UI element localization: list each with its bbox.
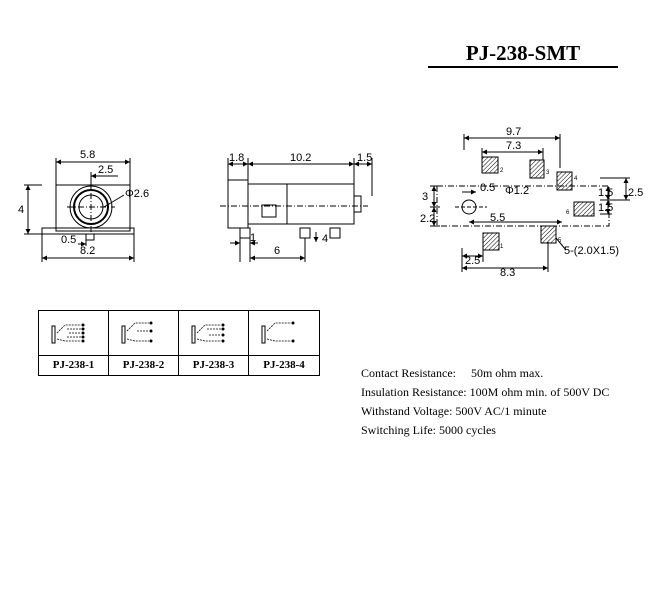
variant-label: PJ-238-4 [263, 359, 305, 371]
spec-withstand-voltage: Withstand Voltage: 500V AC/1 minute [361, 404, 547, 418]
footprint-dim-left-height: 3 [422, 191, 428, 203]
variant-cell: PJ-238-1 [39, 311, 109, 375]
footprint-dim-bottom: 8.3 [500, 267, 515, 279]
pin-label-6: 6 [566, 210, 570, 216]
front-dim-inner: 2.5 [98, 164, 113, 176]
footprint-dim-lower-height: 2.2 [420, 213, 435, 225]
pad-2 [481, 156, 499, 174]
schematic-icon [39, 311, 108, 356]
spec-insulation-resistance: Insulation Resistance: 100M ohm min. of … [361, 385, 610, 399]
side-dim-pin: 4 [322, 233, 328, 245]
footprint-dim-hole-offset: 0.5 [480, 182, 495, 194]
variants-table: PJ-238-1 PJ-238-2 PJ-238-3 [38, 310, 320, 376]
pin-label-2: 2 [500, 168, 504, 174]
footprint-pad-size: 5-(2.0X1.5) [564, 245, 619, 257]
pin-label-4: 4 [574, 176, 578, 182]
variant-label: PJ-238-3 [192, 359, 235, 371]
drawing-title: PJ-238-SMT [428, 40, 618, 68]
spec-switching-life: Switching Life: 5000 cycles [361, 423, 496, 437]
pin-label-5: 5 [558, 238, 562, 244]
footprint-view [430, 134, 630, 272]
spec-contact-resistance: Contact Resistance: 50m ohm max. [361, 366, 544, 380]
front-dim-width-bottom: 8.2 [80, 245, 95, 257]
schematic-icon [109, 311, 178, 356]
front-view [24, 158, 135, 262]
footprint-dim-right-a: 1.5 [598, 187, 613, 199]
side-dim-pin-spacing: 6 [274, 245, 280, 257]
footprint-dim-right-b: 1.5 [598, 202, 613, 214]
specifications: Contact Resistance: 50m ohm max. Insulat… [361, 364, 609, 440]
side-dim-small: 1 [250, 232, 256, 244]
footprint-pads [481, 156, 595, 251]
schematic-icon [249, 311, 319, 356]
pad-6 [573, 201, 595, 217]
footprint-dim-upper: 7.3 [506, 140, 521, 152]
pad-3 [529, 159, 545, 179]
pin-label-1: 1 [500, 244, 504, 250]
footprint-dim-bottom-left: 2.5 [465, 255, 480, 267]
front-dim-height: 4 [18, 204, 24, 216]
variant-label: PJ-238-1 [52, 359, 95, 371]
front-dim-step: 0.5 [61, 234, 76, 246]
side-view [220, 158, 373, 262]
pad-1 [482, 232, 500, 251]
footprint-dim-mid: 5.5 [490, 212, 505, 224]
footprint-dim-hole: Φ1.2 [505, 185, 529, 197]
variant-cell: PJ-238-2 [109, 311, 179, 375]
pad-5 [540, 225, 557, 244]
side-dim-right: 1.5 [357, 152, 372, 164]
variant-cell: PJ-238-3 [179, 311, 249, 375]
side-dim-left: 1.8 [229, 152, 244, 164]
side-dim-body: 10.2 [290, 152, 311, 164]
pin-label-3: 3 [546, 170, 550, 176]
front-dim-hole: Φ2.6 [125, 188, 149, 200]
pad-4 [556, 171, 573, 191]
footprint-dim-right-height: 2.5 [628, 187, 643, 199]
schematic-icon [179, 311, 248, 356]
footprint-dim-overall: 9.7 [506, 126, 521, 138]
front-dim-width-top: 5.8 [80, 149, 95, 161]
variant-cell: PJ-238-4 [249, 311, 319, 375]
variant-label: PJ-238-2 [122, 359, 165, 371]
